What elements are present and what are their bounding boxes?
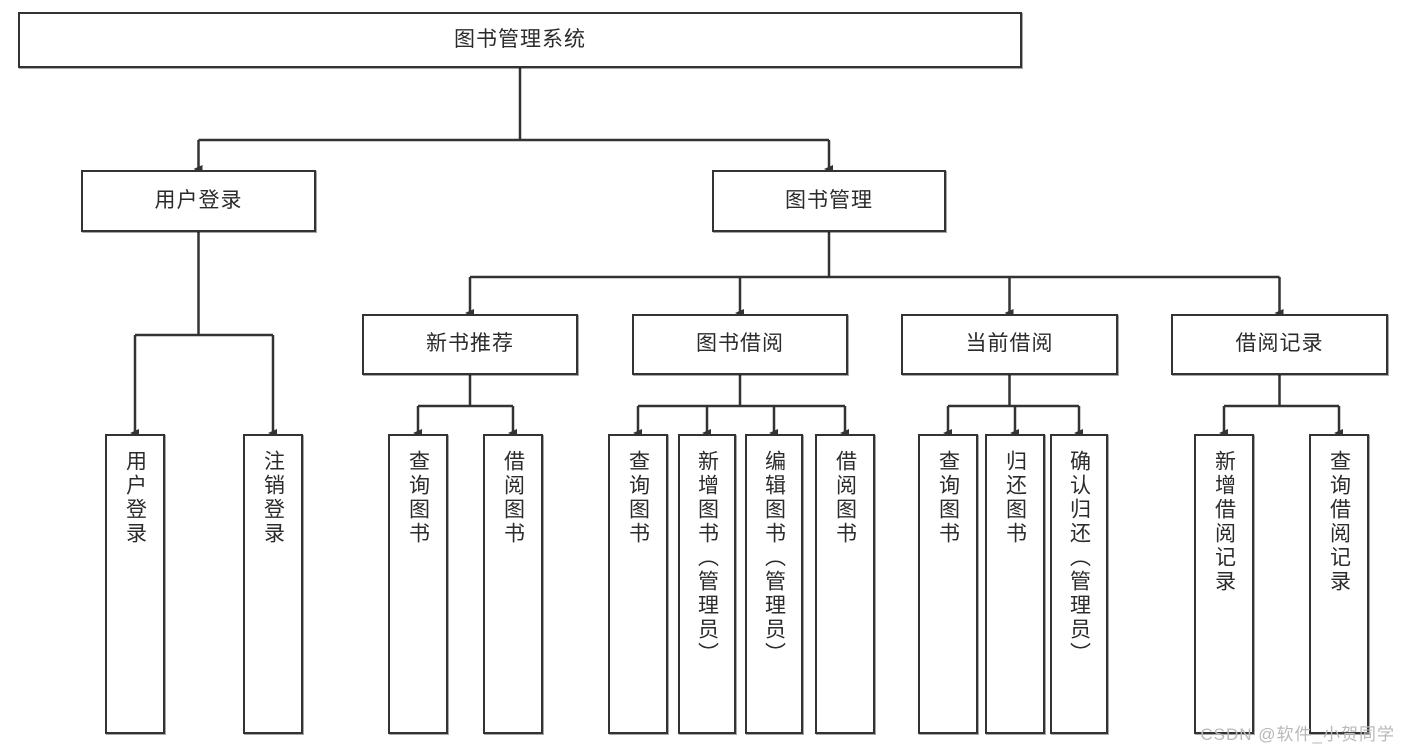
node-label: 查询图书 bbox=[936, 450, 960, 546]
node-box-root[interactable]: 图书管理系统 bbox=[18, 12, 1022, 68]
node-box-l3-cur-query[interactable]: 查询图书 bbox=[918, 434, 978, 734]
node-label: 新增借阅记录 bbox=[1212, 450, 1236, 594]
node-label: 查询图书 bbox=[406, 450, 430, 546]
node-box-l3-br-edit[interactable]: 编辑图书（管理员） bbox=[745, 434, 803, 734]
node-label: 确认归还（管理员） bbox=[1067, 450, 1091, 666]
node-box-l2-current[interactable]: 当前借阅 bbox=[901, 314, 1118, 375]
node-box-l1-user[interactable]: 用户登录 bbox=[81, 170, 316, 232]
node-box-l2-record[interactable]: 借阅记录 bbox=[1171, 314, 1388, 375]
node-label: 图书管理系统 bbox=[454, 27, 586, 51]
node-label: 借阅图书 bbox=[501, 450, 525, 546]
node-box-l3-br-query[interactable]: 查询图书 bbox=[608, 434, 668, 734]
node-box-l3-br-add[interactable]: 新增图书（管理员） bbox=[678, 434, 736, 734]
node-label: 图书管理 bbox=[785, 188, 873, 212]
node-box-l3-rec-add[interactable]: 新增借阅记录 bbox=[1194, 434, 1254, 734]
node-label: 借阅记录 bbox=[1235, 332, 1324, 356]
node-label: 借阅图书 bbox=[833, 450, 857, 546]
node-box-l3-br-borrow[interactable]: 借阅图书 bbox=[815, 434, 875, 734]
node-label: 编辑图书（管理员） bbox=[762, 450, 786, 666]
node-label: 新增图书（管理员） bbox=[695, 450, 719, 666]
node-box-l2-new[interactable]: 新书推荐 bbox=[362, 314, 578, 375]
node-label: 查询图书 bbox=[626, 450, 650, 546]
node-box-l3-user-logout[interactable]: 注销登录 bbox=[243, 434, 303, 734]
node-box-l3-new-borrow[interactable]: 借阅图书 bbox=[483, 434, 543, 734]
node-label: 归还图书 bbox=[1003, 450, 1027, 546]
node-label: 图书借阅 bbox=[696, 332, 784, 356]
node-box-l3-new-query[interactable]: 查询图书 bbox=[388, 434, 448, 734]
node-box-l3-cur-confirm[interactable]: 确认归还（管理员） bbox=[1050, 434, 1108, 734]
node-box-l3-rec-query[interactable]: 查询借阅记录 bbox=[1309, 434, 1369, 734]
node-label: 用户登录 bbox=[123, 450, 147, 546]
node-label: 用户登录 bbox=[154, 188, 243, 212]
node-label: 查询借阅记录 bbox=[1327, 450, 1351, 594]
node-box-l3-cur-return[interactable]: 归还图书 bbox=[985, 434, 1045, 734]
csdn-watermark: CSDN @软件_小贺同学 bbox=[1200, 725, 1395, 744]
node-label: 当前借阅 bbox=[965, 332, 1054, 356]
node-label: 新书推荐 bbox=[426, 332, 514, 356]
node-label: 注销登录 bbox=[261, 450, 285, 546]
node-box-l3-user-login[interactable]: 用户登录 bbox=[105, 434, 165, 734]
node-box-l2-borrow[interactable]: 图书借阅 bbox=[632, 314, 848, 375]
node-box-l1-book[interactable]: 图书管理 bbox=[712, 170, 946, 232]
